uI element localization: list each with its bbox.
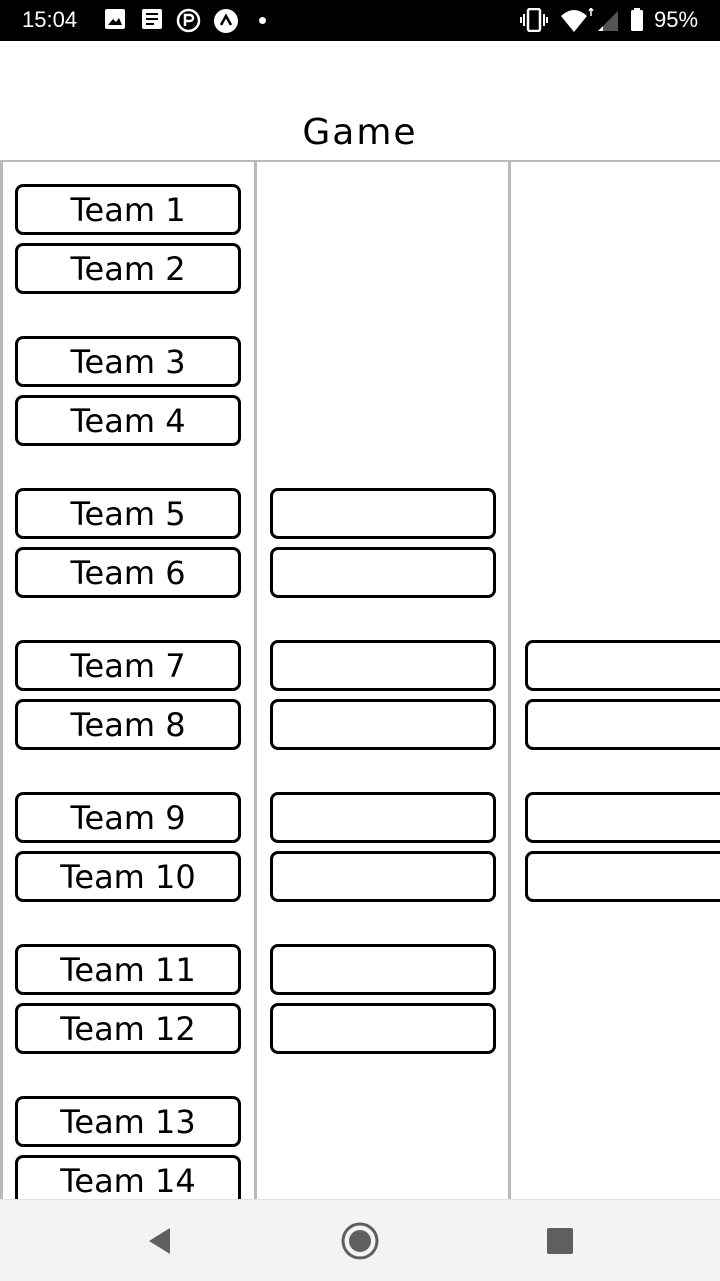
dot-icon [259,17,266,24]
team-slot[interactable]: Team 9 [15,792,241,843]
bracket-slot[interactable] [525,699,720,750]
team-slot[interactable]: Team 7 [15,640,241,691]
battery-percent: 95% [654,7,699,32]
team-slot[interactable]: Team 12 [15,1003,241,1054]
bracket-slot[interactable] [525,792,720,843]
image-icon [105,9,125,29]
bracket-slot[interactable] [270,1003,496,1054]
bracket-slot[interactable] [525,640,720,691]
team-slot[interactable]: Team 6 [15,547,241,598]
team-slot[interactable]: Team 10 [15,851,241,902]
bracket-slot[interactable] [270,547,496,598]
team-slot[interactable]: Team 3 [15,336,241,387]
team-slot[interactable]: Team 11 [15,944,241,995]
vibrate-icon [520,8,548,32]
team-slot[interactable]: Team 5 [15,488,241,539]
battery-icon [631,8,643,31]
column-divider [254,162,257,1199]
column-divider [0,162,3,1199]
bracket-slot[interactable] [525,851,720,902]
tournament-bracket: Team 1 Team 2 Team 3 Team 4 Team 5 Team 6 Team… [0,160,720,1199]
bracket-slot[interactable] [270,640,496,691]
arrow-up-icon [214,9,238,33]
navigation-bar [0,1199,720,1281]
registered-icon [176,8,201,33]
page-title: Game [302,112,418,153]
bracket-slot[interactable] [270,488,496,539]
notes-icon [142,9,162,29]
team-slot[interactable]: Team 13 [15,1096,241,1147]
status-time: 15:04 [22,7,78,32]
team-slot[interactable]: Team 14 [15,1155,241,1199]
signal-icon [598,11,618,31]
bracket-slot[interactable] [270,851,496,902]
team-slot[interactable]: Team 8 [15,699,241,750]
team-slot[interactable]: Team 4 [15,395,241,446]
bracket-slot[interactable] [270,792,496,843]
back-icon[interactable] [137,1218,183,1264]
column-divider [508,162,511,1199]
team-slot[interactable]: Team 2 [15,243,241,294]
home-icon[interactable] [337,1218,383,1264]
status-bar: 15:04 95% [0,0,720,41]
wifi-icon [561,8,594,32]
recents-icon[interactable] [537,1218,583,1264]
bracket-slot[interactable] [270,699,496,750]
team-slot[interactable]: Team 1 [15,184,241,235]
bracket-slot[interactable] [270,944,496,995]
